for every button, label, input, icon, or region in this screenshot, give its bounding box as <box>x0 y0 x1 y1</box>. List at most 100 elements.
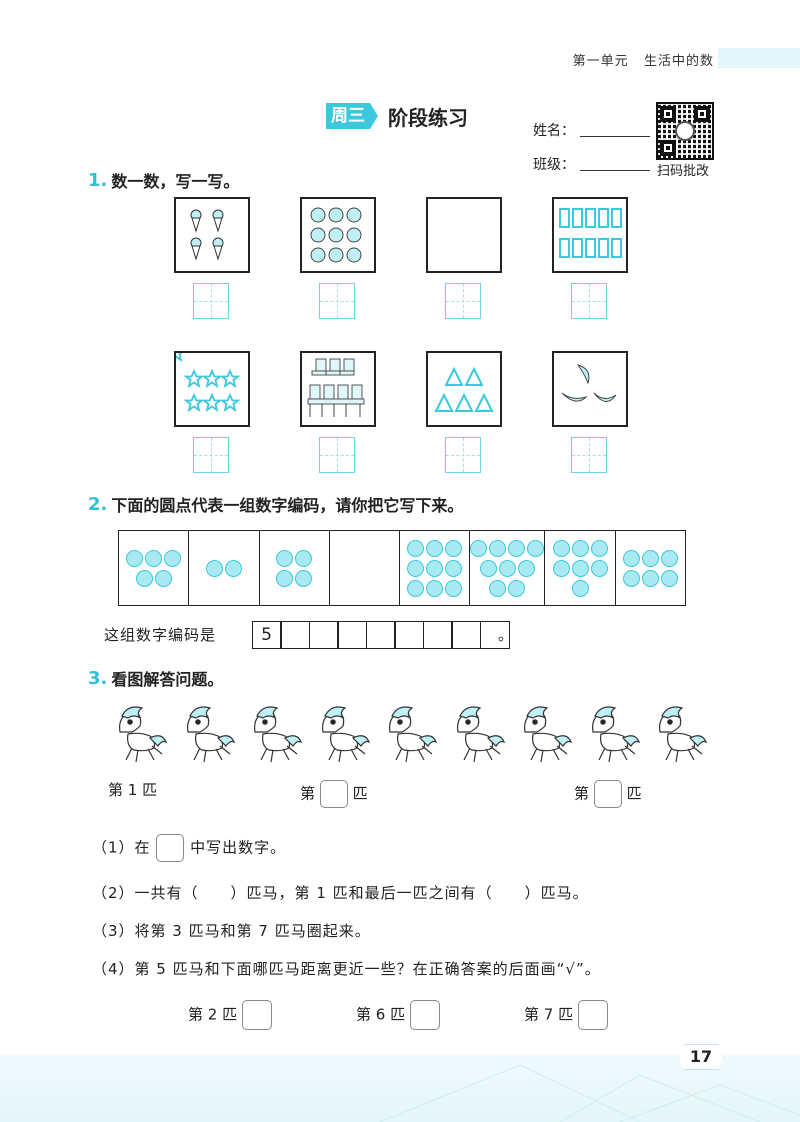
dot-icon <box>445 539 463 557</box>
dot-icon <box>154 569 172 587</box>
dot-icon <box>590 559 608 577</box>
sample-box <box>156 834 185 862</box>
horse-label-prefix: 第 <box>300 784 316 803</box>
sub-question-2: （2）一共有（ ）匹马，第 1 匹和最后一匹之间有（ ）匹马。 <box>92 884 589 902</box>
answer-box[interactable] <box>445 283 481 319</box>
dot-icon <box>622 569 640 587</box>
page-title: 阶段练习 <box>388 106 468 130</box>
check-box[interactable] <box>409 1000 440 1030</box>
dot-icon <box>224 559 242 577</box>
dot-icon <box>407 539 425 557</box>
answer-box[interactable] <box>445 437 481 473</box>
header-unit: 第一单元 <box>572 54 629 69</box>
footer-background <box>0 1055 800 1122</box>
option-horse-2: 第 2 匹 <box>188 1000 272 1030</box>
dot-icon <box>426 539 444 557</box>
check-box[interactable] <box>577 1000 608 1030</box>
answer-box[interactable] <box>193 283 229 319</box>
picture-box-apples <box>300 197 376 273</box>
dot-icon <box>489 579 507 597</box>
class-label: 班级： <box>533 157 575 173</box>
dot-icon <box>445 579 463 597</box>
answer-box[interactable] <box>319 437 355 473</box>
code-label: 这组数字编码是 <box>104 626 217 644</box>
horse-icon <box>579 702 643 768</box>
dot-icon <box>407 559 425 577</box>
dot-cell <box>616 531 685 605</box>
sub-question-3: （3）将第 3 匹马和第 7 匹马圈起来。 <box>92 922 371 940</box>
dot-icon <box>145 549 163 567</box>
dot-icon <box>527 539 545 557</box>
dot-icon <box>517 559 535 577</box>
crescent-icon <box>561 364 617 402</box>
dot-cell <box>189 531 260 605</box>
horse-blank-label-a: 第 匹 <box>300 780 368 808</box>
question-1-number: 1. <box>88 169 108 191</box>
answer-box[interactable] <box>571 283 607 319</box>
question-2-heading: 2. 下面的圆点代表一组数字编码，请你把它写下来。 <box>88 492 463 516</box>
question-1-heading: 1. 数一数，写一写。 <box>88 168 239 192</box>
dot-icon <box>552 559 570 577</box>
question-3-text: 看图解答问题。 <box>111 670 224 689</box>
picture-box-chairs <box>300 351 376 427</box>
qr-code-icon[interactable] <box>656 102 714 160</box>
code-digit-box[interactable]: 5 <box>251 621 282 649</box>
dot-cell <box>470 531 546 605</box>
code-digit-box[interactable] <box>365 621 396 649</box>
dot-icon <box>660 549 678 567</box>
dot-icon <box>126 549 144 567</box>
header-accent-bar <box>718 48 800 68</box>
dot-icon <box>641 549 659 567</box>
picture-box-crescents <box>552 351 628 427</box>
name-field[interactable] <box>580 136 650 137</box>
dot-icon <box>571 579 589 597</box>
code-digit-box[interactable] <box>394 621 424 649</box>
horse-icon <box>511 702 575 768</box>
code-digit-box[interactable] <box>422 621 453 649</box>
horse-icon <box>106 702 170 768</box>
horse-icon <box>376 702 440 768</box>
mountain-decoration-icon <box>379 1064 800 1122</box>
dot-icon <box>426 559 444 577</box>
dot-cell <box>330 531 401 605</box>
qr-caption: 扫码批改 <box>657 164 710 179</box>
sub-question-1: （1）在 中写出数字。 <box>92 834 286 862</box>
header-topic: 生活中的数 <box>643 54 714 69</box>
answer-box[interactable] <box>319 283 355 319</box>
dot-icon <box>295 569 313 587</box>
check-box[interactable] <box>241 1000 272 1030</box>
horse-icon <box>241 702 305 768</box>
horse-label-suffix: 匹 <box>352 784 368 803</box>
question-3-number: 3. <box>88 667 108 689</box>
code-digit-box[interactable] <box>451 621 481 649</box>
code-digit-box[interactable] <box>280 621 310 649</box>
picture-box-ice-cream <box>174 197 250 273</box>
dot-icon <box>276 569 294 587</box>
star-icon <box>165 342 239 411</box>
question-3-heading: 3. 看图解答问题。 <box>88 666 223 690</box>
dot-icon <box>470 539 488 557</box>
horse-number-box[interactable] <box>319 780 348 808</box>
first-horse-label: 第 1 匹 <box>108 781 158 799</box>
picture-box-empty <box>426 197 502 273</box>
question-2-text: 下面的圆点代表一组数字编码，请你把它写下来。 <box>111 496 464 515</box>
horse-number-box[interactable] <box>593 780 622 808</box>
answer-box[interactable] <box>571 437 607 473</box>
horse-label-prefix: 第 <box>574 784 590 803</box>
dot-icon <box>164 549 182 567</box>
option-horse-6: 第 6 匹 <box>356 1000 440 1030</box>
code-digit-box[interactable] <box>308 621 339 649</box>
horse-icon <box>646 702 710 768</box>
class-field[interactable] <box>580 170 650 171</box>
dot-icon <box>479 559 497 577</box>
ice-cream-icon <box>190 209 224 261</box>
code-digit-box[interactable] <box>479 621 510 649</box>
dot-icon <box>295 549 313 567</box>
question-1-text: 数一数，写一写。 <box>111 172 240 191</box>
page-number: 17 <box>678 1044 724 1070</box>
horse-label-suffix: 匹 <box>626 784 642 803</box>
answer-box[interactable] <box>193 437 229 473</box>
code-digit-box[interactable] <box>337 621 367 649</box>
dot-icon <box>622 549 640 567</box>
horse-icon <box>309 702 373 768</box>
